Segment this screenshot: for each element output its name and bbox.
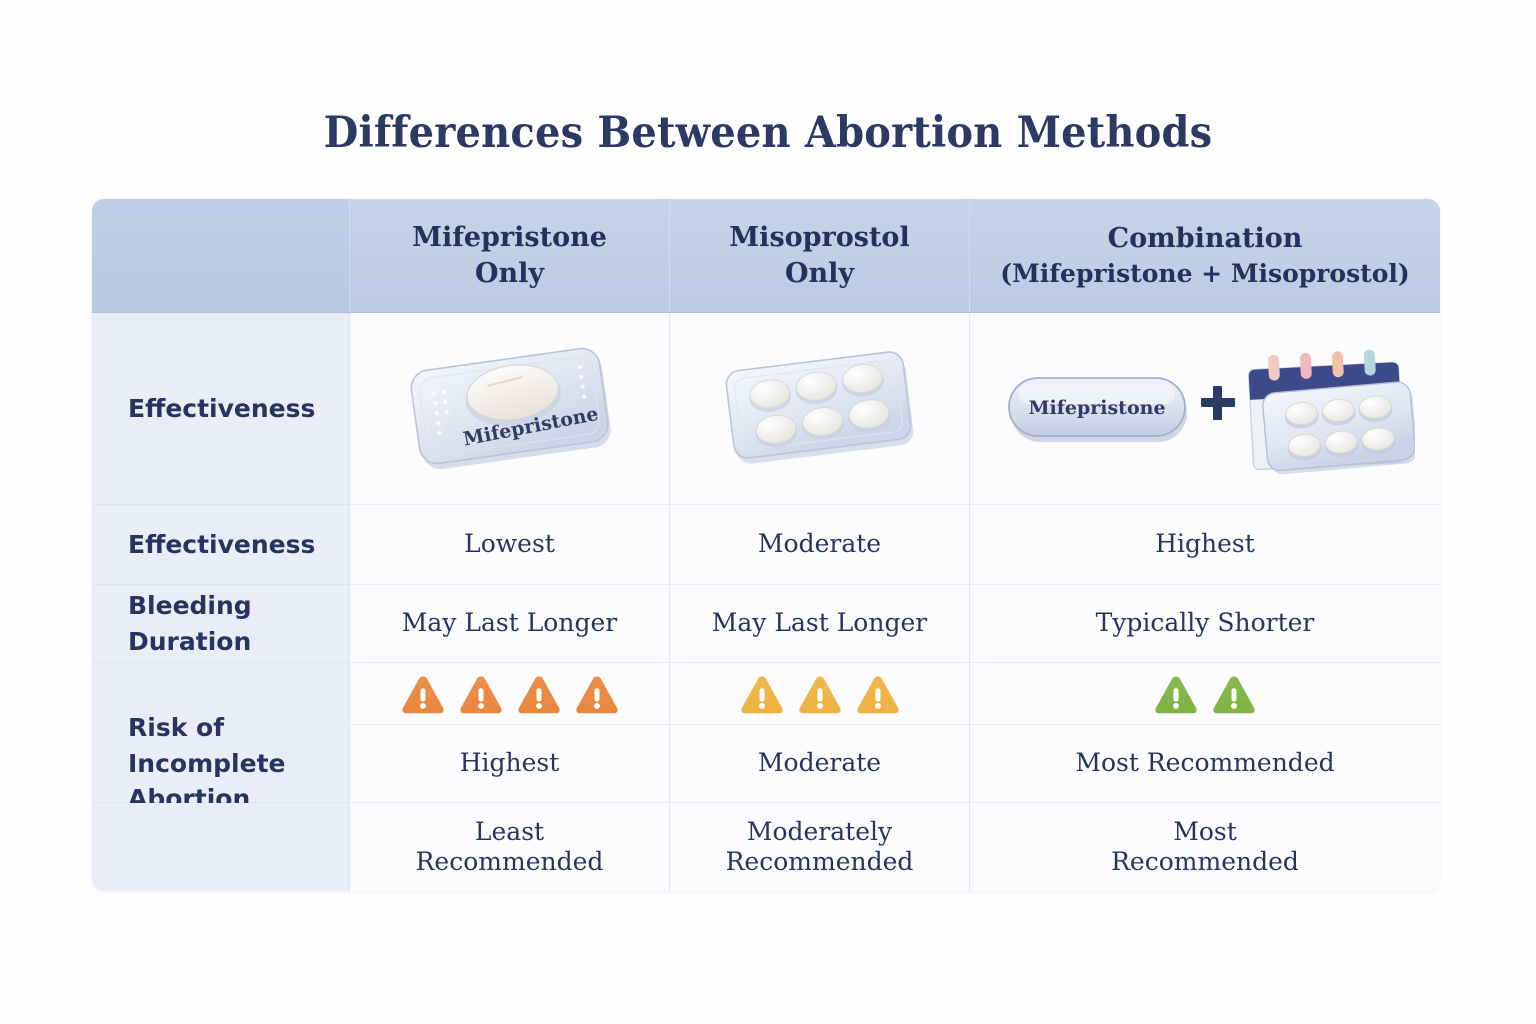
cell-effectiveness-combination: Highest bbox=[970, 505, 1440, 585]
column-header-mifepristone-only: Mifepristone Only bbox=[350, 199, 670, 313]
plus-operator bbox=[1201, 386, 1235, 420]
row-label-risk-incomplete-abortion: Risk of Incomplete Abortion bbox=[92, 713, 350, 813]
svg-text:Mifepristone: Mifepristone bbox=[1028, 397, 1165, 419]
column-header-main: Misoprostol bbox=[729, 221, 910, 253]
row-label-text: Effectiveness bbox=[128, 529, 316, 559]
combination-pill-plus-calendar-icon: Mifepristone bbox=[970, 313, 1440, 504]
warning-triangle-icon bbox=[856, 675, 899, 713]
cell-risk-combination: Most Recommended bbox=[970, 725, 1440, 803]
row-label-effectiveness-image: Effectiveness bbox=[92, 313, 350, 505]
column-header-main: Mifepristone bbox=[412, 221, 607, 253]
warning-triangle-icon bbox=[459, 675, 502, 713]
table-header-corner bbox=[92, 199, 350, 313]
warning-triangle-icon bbox=[575, 675, 618, 713]
cell-risk-misoprostol: Moderate bbox=[670, 725, 970, 803]
row-label-text: Risk of Incomplete Abortion bbox=[128, 713, 286, 814]
warning-group-high bbox=[400, 673, 620, 715]
row-label-warning-blank bbox=[92, 663, 350, 725]
row-label-recommendation-blank bbox=[92, 803, 350, 891]
blister-single-pill-icon: Mifepristone bbox=[350, 313, 669, 504]
comparison-table: Mifepristone Only Misoprostol Only Combi… bbox=[92, 199, 1440, 891]
column-header-combination: Combination (Mifepristone + Misoprostol) bbox=[970, 199, 1440, 313]
cell-image-misoprostol-blister bbox=[670, 313, 970, 505]
row-label-bleeding-duration: Bleeding Duration bbox=[92, 585, 350, 663]
cell-bleeding-combination: Typically Shorter bbox=[970, 585, 1440, 663]
warning-triangle-icon bbox=[1155, 675, 1197, 713]
warning-group-low bbox=[1153, 673, 1257, 715]
row-label-effectiveness: Effectiveness bbox=[92, 505, 350, 585]
cell-image-combination: Mifepristone bbox=[970, 313, 1440, 505]
cell-bleeding-mifepristone: May Last Longer bbox=[350, 585, 670, 663]
cell-bleeding-misoprostol: May Last Longer bbox=[670, 585, 970, 663]
column-header-sub: (Mifepristone + Misoprostol) bbox=[1000, 258, 1410, 288]
row-label-text: Bleeding Duration bbox=[128, 591, 252, 656]
warning-triangle-icon bbox=[798, 675, 841, 713]
cell-warning-misoprostol bbox=[670, 663, 970, 725]
warning-group-medium bbox=[739, 673, 901, 715]
cell-effectiveness-mifepristone: Lowest bbox=[350, 505, 670, 585]
cell-recommendation-mifepristone: Least Recommended bbox=[350, 803, 670, 891]
warning-triangle-icon bbox=[401, 675, 444, 713]
column-header-misoprostol-only: Misoprostol Only bbox=[670, 199, 970, 313]
cell-warning-combination bbox=[970, 663, 1440, 725]
warning-triangle-icon bbox=[517, 675, 560, 713]
cell-effectiveness-misoprostol: Moderate bbox=[670, 505, 970, 585]
column-header-sub: Only bbox=[784, 257, 855, 289]
cell-warning-mifepristone bbox=[350, 663, 670, 725]
column-header-sub: Only bbox=[474, 257, 545, 289]
column-header-main: Combination bbox=[1107, 223, 1303, 255]
page-title: Differences Between Abortion Methods bbox=[323, 108, 1213, 158]
cell-recommendation-combination: Most Recommended bbox=[970, 803, 1440, 891]
cell-image-mifepristone-blister: Mifepristone bbox=[350, 313, 670, 505]
warning-triangle-icon bbox=[1213, 675, 1255, 713]
cell-recommendation-misoprostol: Moderately Recommended bbox=[670, 803, 970, 891]
row-label-text: Effectiveness bbox=[128, 393, 316, 423]
warning-triangle-icon bbox=[740, 675, 783, 713]
blister-six-pills-icon bbox=[670, 313, 969, 504]
cell-risk-mifepristone: Highest bbox=[350, 725, 670, 803]
